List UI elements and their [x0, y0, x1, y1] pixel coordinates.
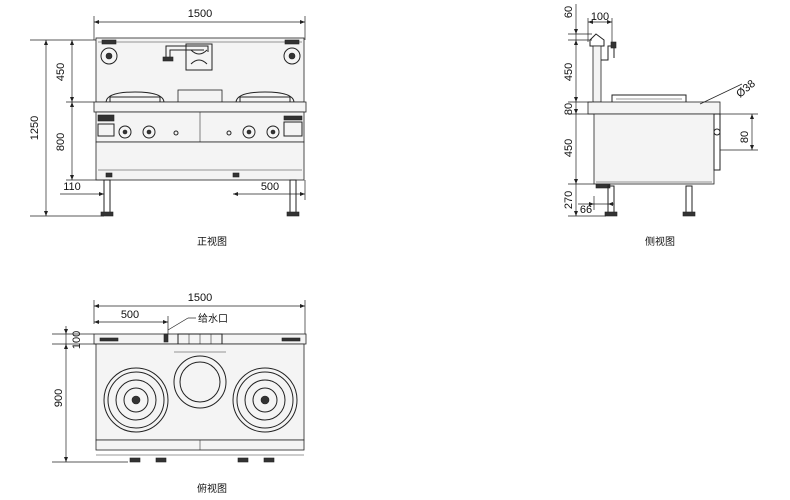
- inlet-label: 给水口: [198, 312, 228, 325]
- top-view: 1500 500 给水口: [52, 292, 307, 495]
- side-diameter-dim: Ø38: [734, 78, 758, 101]
- front-half-span-dim: 500: [261, 181, 279, 193]
- top-back-depth-dim: 100: [71, 331, 83, 349]
- side-right-rim-dim: 80: [739, 131, 751, 143]
- side-leg-dim: 270: [563, 191, 575, 209]
- side-top-rail-dim: 60: [563, 6, 575, 18]
- front-view: 1500: [29, 8, 307, 248]
- side-view-title: 侧视图: [645, 235, 675, 248]
- top-depth-dim: 900: [53, 389, 65, 407]
- side-view: 100 Ø38: [563, 4, 758, 248]
- top-view-title: 俯视图: [197, 482, 227, 495]
- front-width-dim: 1500: [188, 8, 212, 20]
- front-leg-offset-dim: 110: [63, 181, 81, 193]
- side-leg-offset-dim: 66: [580, 204, 592, 216]
- top-inlet-offset-dim: 500: [121, 309, 139, 321]
- front-total-height-dim: 1250: [29, 116, 41, 140]
- front-lower-height-dim: 800: [55, 133, 67, 151]
- top-width-dim: 1500: [188, 292, 212, 304]
- side-body-dim: 450: [563, 139, 575, 157]
- front-upper-height-dim: 450: [55, 63, 67, 81]
- side-backsplash-dim: 450: [563, 63, 575, 81]
- front-view-title: 正视图: [197, 235, 227, 248]
- side-rim-dim: 80: [563, 103, 575, 115]
- side-faucet-dim: 100: [591, 11, 609, 23]
